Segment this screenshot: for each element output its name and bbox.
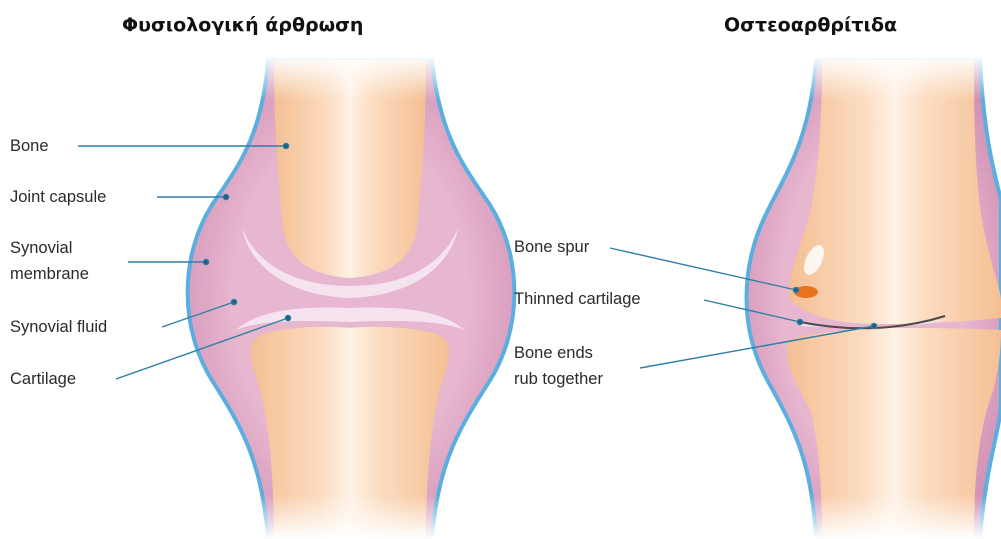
label-bone: Bone — [10, 134, 49, 158]
normal-joint — [188, 55, 515, 539]
label-bone-ends-line2: rub together — [514, 367, 603, 391]
title-normal-joint: Φυσιολογική άρθρωση — [122, 14, 363, 36]
oa-joint — [740, 55, 1001, 539]
label-cartilage: Cartilage — [10, 367, 76, 391]
label-synovial-fluid: Synovial fluid — [10, 315, 107, 339]
label-bone-ends-line1: Bone ends — [514, 341, 593, 365]
label-bone-spur: Bone spur — [514, 235, 589, 259]
title-osteoarthritis: Οστεοαρθρίτιδα — [724, 14, 897, 36]
label-joint-capsule: Joint capsule — [10, 185, 106, 209]
label-synovial-membrane-line1: Synovial — [10, 236, 72, 260]
label-synovial-membrane-line2: membrane — [10, 262, 89, 286]
label-thinned-cartilage: Thinned cartilage — [514, 287, 641, 311]
